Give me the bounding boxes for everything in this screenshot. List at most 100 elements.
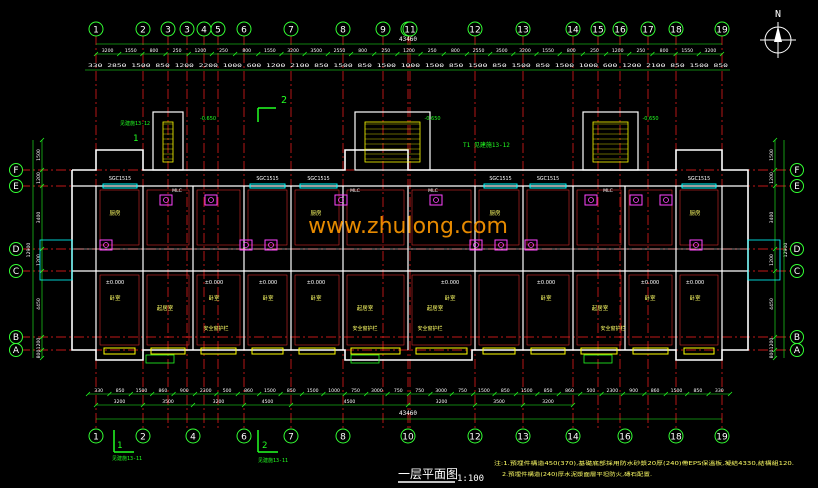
top-dim-row1-tick xyxy=(371,51,377,57)
top-dim-row1-text: 1200 xyxy=(194,48,206,54)
bottom-dim-row1-tick xyxy=(342,391,348,397)
bottom-dim-row1-text: 850 xyxy=(694,388,703,394)
mlc-label: MLC xyxy=(603,188,613,194)
grid-label-bottom: 2 xyxy=(140,433,146,443)
room-hatch-bottom xyxy=(628,274,673,346)
balcony-label: 安全窗护栏 xyxy=(417,325,442,332)
grid-bubble-left xyxy=(9,343,23,357)
living-room-label: 起居室 xyxy=(157,304,174,312)
bottom-dim-row1-text: 500 xyxy=(223,388,232,394)
left-dim-text: 3400 xyxy=(36,212,42,224)
bathroom-fixture xyxy=(689,239,703,251)
living-room-label: 起居室 xyxy=(592,304,609,312)
grid-label-top: 12 xyxy=(469,26,480,36)
grid-row-label-left: A xyxy=(13,346,20,356)
bedroom-label: 卧室 xyxy=(310,294,322,302)
grid-bubble-right xyxy=(790,242,804,256)
room-hatch-top xyxy=(478,189,520,246)
fixture-basin xyxy=(663,197,669,203)
grid-bubble-bottom xyxy=(236,428,252,444)
side-balcony xyxy=(39,239,73,281)
room-hatch-top xyxy=(294,189,340,246)
stair-level-label: -0.650 xyxy=(424,116,440,122)
vertical-grid-lines xyxy=(95,35,723,430)
bottom-dim-row1-tick xyxy=(192,391,198,397)
grid-bubble-top xyxy=(335,21,351,37)
bottom-dim-row1-text: 750 xyxy=(351,388,360,394)
grid-label-top: 14 xyxy=(567,26,579,36)
bottom-dim-row1-text: 860 xyxy=(651,388,660,394)
grid-bubble-bottom xyxy=(283,428,299,444)
top-dim-row1-text: 3200 xyxy=(287,48,299,54)
left-dim-text: 1500 xyxy=(36,149,42,161)
section-mark-left: 1 xyxy=(133,134,138,144)
bottom-total-dimension: 43460 xyxy=(399,410,417,417)
bottom-dim-row2-tick xyxy=(140,402,146,408)
bottom-dim-row1-text: 860 xyxy=(244,388,253,394)
left-dim-text: 4450 xyxy=(36,298,42,310)
right-dim-tick xyxy=(772,347,778,353)
right-dim-text: 1200 xyxy=(769,172,775,184)
grid-label-top: 8 xyxy=(340,26,346,36)
bedroom-label: 卧室 xyxy=(109,294,121,302)
section-mark-bottom-1: 1 xyxy=(117,441,122,451)
entrance-step xyxy=(145,354,175,364)
fixture-basin xyxy=(163,197,169,203)
grid-label-bottom: 14 xyxy=(567,433,579,443)
bottom-dim-row2-text: 3200 xyxy=(213,399,225,405)
left-dim-text: 800 xyxy=(36,350,42,359)
grid-bubble-bottom xyxy=(88,428,104,444)
grid-bubble-right xyxy=(790,264,804,278)
bottom-dim-row1-text: 900 xyxy=(629,388,638,394)
right-dim-text: 800 xyxy=(769,350,775,359)
window-tag: SGC1515 xyxy=(489,176,511,182)
bathroom-fixture xyxy=(99,239,113,251)
grid-label-top: 6 xyxy=(241,26,247,36)
room-hatch-bottom xyxy=(679,274,719,346)
grid-bubble-top xyxy=(402,21,418,37)
bottom-dim-row1-tick xyxy=(428,391,433,397)
top-dim-row1-text: 800 xyxy=(242,48,251,54)
stair-level-label: -0.650 xyxy=(200,116,216,122)
bottom-dim-row1-text: 850 xyxy=(501,388,510,394)
grid-label-top: 5 xyxy=(215,26,221,36)
left-total-dim: 12900 xyxy=(26,243,32,258)
room-hatch-bottom xyxy=(294,274,340,346)
top-dim-row1-text: 2550 xyxy=(334,48,346,54)
grid-label-top: 1 xyxy=(93,26,99,36)
south-window xyxy=(580,347,618,355)
bottom-dim-row1-text: 3000 xyxy=(371,388,383,394)
top-dim-row1-tick xyxy=(557,51,562,57)
window-tag: SGC1515 xyxy=(307,176,329,182)
bathroom-fixture xyxy=(334,194,348,206)
entrance-step xyxy=(583,354,613,364)
bathroom-fixture xyxy=(629,194,643,206)
bottom-dim-row2-tick xyxy=(472,402,478,408)
top-dim-row1-tick xyxy=(116,51,122,57)
left-dim-text: 1200 xyxy=(36,338,42,350)
grid-label-top: 4 xyxy=(201,26,207,36)
bottom-dim-row1-tick xyxy=(171,391,176,397)
bottom-dim-row1-tick xyxy=(449,391,455,397)
bottom-dim-row1-tick xyxy=(599,391,604,397)
grid-label-bottom: 19 xyxy=(716,433,728,443)
mlc-label: MLC xyxy=(350,188,360,194)
top-dim-row1-tick xyxy=(626,51,632,57)
grid-label-top: 2 xyxy=(140,26,146,36)
bedroom-label: 卧室 xyxy=(444,294,456,302)
bottom-dim-row1-text: 750 xyxy=(394,388,403,394)
grid-label-bottom: 12 xyxy=(469,433,480,443)
bottom-dim-row1-text: 860 xyxy=(565,388,574,394)
top-dim-row1-tick xyxy=(325,51,331,57)
top-dim-row1-text: 1200 xyxy=(612,48,624,54)
mlc-label: MLC xyxy=(428,188,438,194)
top-dim-row1-text: 250 xyxy=(428,48,437,54)
exterior-wall xyxy=(71,149,749,361)
top-dim-row1-tick xyxy=(534,51,539,57)
section-ref-left: 见建施13-12 xyxy=(120,120,150,127)
bottom-dim-row2-tick xyxy=(520,402,526,408)
bottom-dim-row1-text: 1500 xyxy=(264,388,276,394)
south-window xyxy=(251,347,284,355)
bottom-dim-row1-text: 900 xyxy=(180,388,189,394)
